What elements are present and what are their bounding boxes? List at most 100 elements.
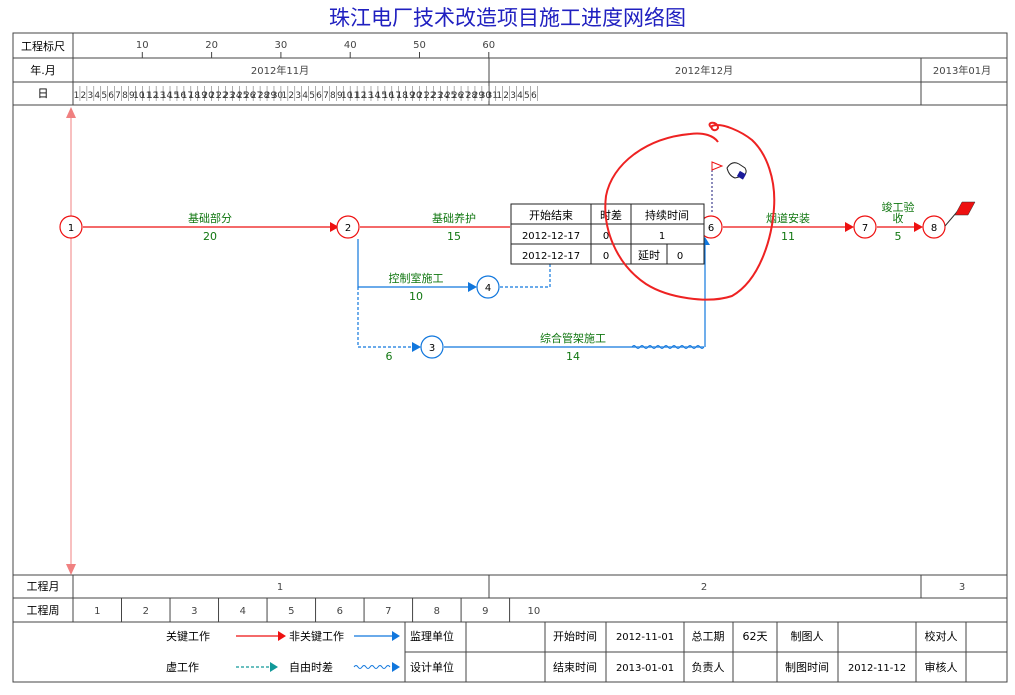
day-cell-label: 15: [376, 91, 387, 101]
activity-name-3-6: 综合管架施工: [540, 331, 606, 345]
node-4[interactable]: 4: [476, 275, 500, 299]
day-cell-label: 5: [101, 91, 107, 101]
legend-noncritical-arrow: [392, 631, 400, 641]
node-2[interactable]: 2: [336, 215, 360, 239]
day-cell-label: 9: [337, 91, 343, 101]
day-cell-label: 16: [383, 91, 395, 101]
day-cell-label: 25: [237, 91, 248, 101]
svg-text:2: 2: [345, 223, 351, 234]
popup-row2-delay-label: 延时: [638, 249, 660, 262]
hand-cursor-icon: [726, 162, 747, 180]
legend-grid: [404, 622, 1007, 682]
day-cell-label: 24: [230, 91, 242, 101]
arrowhead-6-7: [845, 222, 854, 232]
day-cell-label: 31: [487, 91, 498, 101]
footer-month-3: 3: [959, 582, 965, 593]
legend-supervisor: 监理单位: [410, 629, 454, 643]
activity-info-popup: 开始结束 时差 持续时间 2012-12-17 0 1 2012-12-17 0…: [510, 203, 705, 265]
legend-freefloat-wave: [353, 665, 391, 669]
legend-total-value: 62天: [743, 630, 768, 643]
day-cell-label: 7: [323, 91, 329, 101]
day-cell-label: 4: [517, 91, 523, 101]
day-cell-label: 2: [81, 91, 87, 101]
day-cell-label: 3: [510, 91, 516, 101]
day-cell-label: 30: [480, 91, 492, 101]
legend-end-label: 结束时间: [553, 661, 597, 674]
legend-critical-arrow: [278, 631, 286, 641]
legend-reviewer-label: 审核人: [925, 660, 958, 674]
day-cell-label: 2: [503, 91, 509, 101]
diagram-frame: [12, 32, 1008, 683]
node-1[interactable]: 1: [59, 215, 83, 239]
day-cell-label: 13: [154, 91, 165, 101]
activity-duration-7-8: 5: [895, 230, 902, 243]
day-cell-label: 26: [452, 91, 464, 101]
legend-noncritical-label: 非关键工作: [289, 629, 344, 643]
activity-name-1-2: 基础部分: [188, 211, 232, 225]
day-label: 日: [38, 87, 49, 100]
activity-duration-1-2: 20: [203, 230, 217, 243]
day-cell-label: 6: [316, 91, 322, 101]
legend-dummy-label: 虚工作: [166, 661, 199, 674]
day-cell-label: 18: [189, 91, 201, 101]
legend-freefloat-arrow: [392, 662, 400, 672]
scale-tick-label-10: 10: [136, 40, 149, 51]
day-cell-label: 23: [223, 91, 234, 101]
day-cell-label: 25: [445, 91, 456, 101]
activity-name-2-6: 基础养护: [432, 211, 476, 225]
freefloat-3-6: [631, 345, 705, 349]
footer-month-label: 工程月: [27, 580, 60, 593]
popup-header-startend: 开始结束: [529, 208, 573, 222]
day-cell-label: 6: [108, 91, 114, 101]
month-nov: 2012年11月: [251, 64, 309, 77]
day-cell-label: 22: [216, 91, 227, 101]
day-cell-label: 8: [330, 91, 336, 101]
node-3[interactable]: 3: [420, 335, 444, 359]
scale-tick-label-60: 60: [482, 40, 495, 51]
day-cell-label: 20: [202, 91, 214, 101]
week-label-1: 1: [94, 606, 100, 617]
day-cell-label: 3: [295, 91, 301, 101]
day-cell-label: 21: [209, 91, 220, 101]
week-label-7: 7: [385, 606, 391, 617]
activity-duration-6-7: 11: [781, 230, 795, 243]
legend-dummy-arrow: [270, 662, 278, 672]
legend-drawer-label: 制图人: [791, 630, 824, 643]
start-line-bottom-arrow: [66, 564, 76, 575]
scale-label: 工程标尺: [21, 39, 65, 53]
day-cell-label: 12: [355, 91, 366, 101]
day-cell-label: 2: [288, 91, 294, 101]
scale-tick-label-20: 20: [205, 40, 218, 51]
day-cell-label: 29: [265, 91, 277, 101]
dummy-arrowhead-2-3: [412, 342, 421, 352]
day-cell-label: 1: [281, 91, 287, 101]
week-label-10: 10: [527, 606, 540, 617]
page-title: 珠江电厂技术改造项目施工进度网络图: [329, 6, 686, 30]
footer-week-label: 工程周: [27, 604, 60, 617]
day-cell-label: 23: [431, 91, 442, 101]
day-cell-label: 27: [251, 91, 262, 101]
day-cell-label: 24: [438, 91, 450, 101]
finish-flag-icon: [944, 201, 976, 227]
day-cell-label: 1: [74, 91, 80, 101]
node-7[interactable]: 7: [853, 215, 877, 239]
legend-owner-label: 负责人: [692, 660, 725, 674]
node-8[interactable]: 8: [922, 215, 946, 239]
week-label-9: 9: [482, 606, 488, 617]
activity-duration-2-4: 10: [409, 290, 423, 303]
day-cell-label: 14: [161, 91, 173, 101]
activity-duration-2-6: 15: [447, 230, 461, 243]
day-cell-label: 30: [272, 91, 284, 101]
day-cell-label: 27: [459, 91, 470, 101]
day-cell-label: 22: [424, 91, 435, 101]
month-jan: 2013年01月: [933, 64, 991, 77]
day-cell-label: 5: [309, 91, 315, 101]
legend-total-label: 总工期: [692, 629, 725, 643]
legend-start-label: 开始时间: [553, 629, 597, 643]
red-circle-annotation: [604, 121, 776, 301]
week-label-2: 2: [143, 606, 149, 617]
day-cell-label: 28: [258, 91, 270, 101]
activity-duration-3-6: 14: [566, 350, 580, 363]
legend-critical-label: 关键工作: [166, 629, 210, 643]
legend-checker-label: 校对人: [925, 629, 958, 643]
